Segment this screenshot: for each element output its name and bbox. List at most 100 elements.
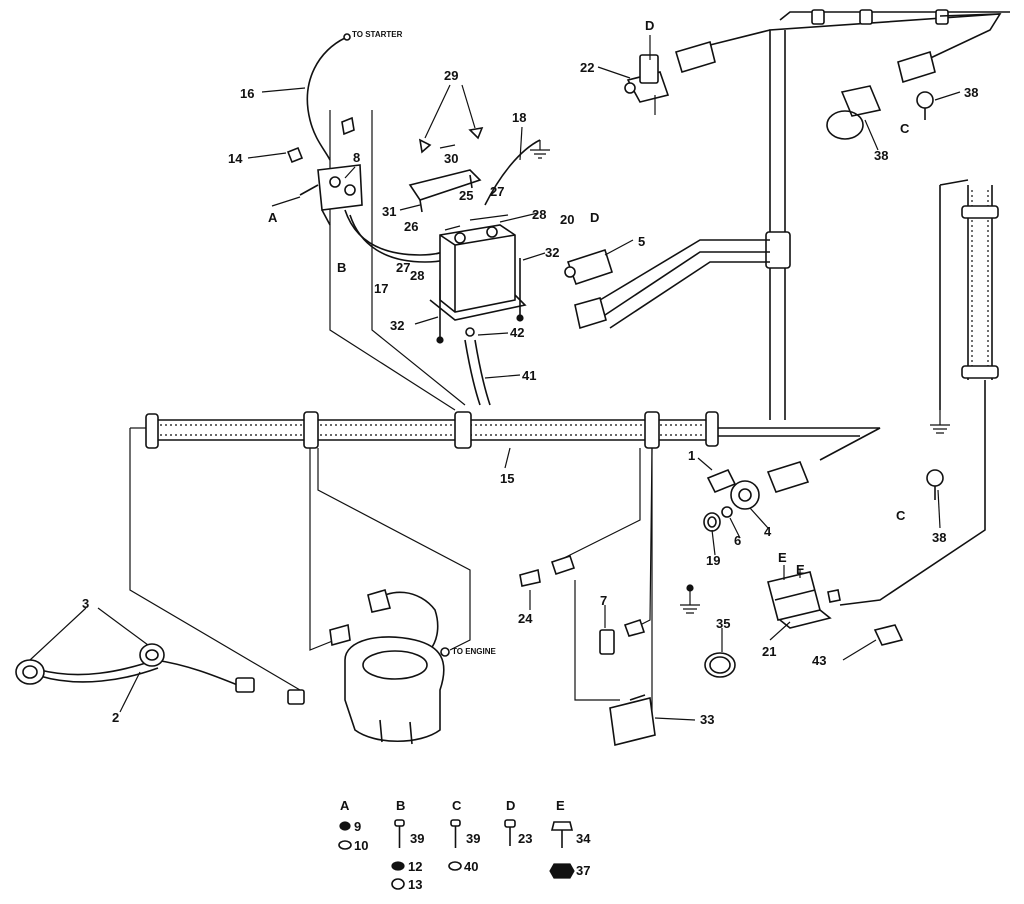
label-24: 24	[518, 611, 533, 626]
label-27: 27	[396, 260, 410, 275]
tag-d-connector: D	[590, 210, 599, 225]
module-33	[609, 694, 656, 746]
bezel-19	[703, 512, 721, 532]
legend-c-39: 39	[466, 831, 480, 846]
battery	[439, 224, 516, 313]
harness-clamp	[644, 411, 660, 449]
label-17: 17	[374, 281, 388, 296]
clip-24	[519, 554, 576, 587]
label-35: 35	[716, 616, 730, 631]
label-16: 16	[240, 86, 254, 101]
leader-lines	[29, 66, 961, 721]
harness-clamp	[859, 9, 873, 25]
label-33: 33	[700, 712, 714, 727]
legend-d-23: 23	[518, 831, 532, 846]
wing-nuts-29	[418, 84, 484, 154]
label-32-right: 32	[545, 245, 559, 260]
tag-c-top: C	[900, 121, 910, 136]
ground-symbol-right	[930, 410, 950, 434]
label-31: 31	[382, 204, 396, 219]
connector-top	[675, 29, 771, 73]
connector-top-right	[897, 50, 936, 84]
seat-switch	[329, 589, 439, 651]
harness-branch-to-5	[599, 239, 770, 329]
nut-icon	[338, 840, 352, 850]
engine-module	[344, 636, 450, 745]
label-26: 26	[404, 219, 418, 234]
label-43: 43	[812, 653, 826, 668]
label-41: 41	[522, 368, 536, 383]
label-5: 5	[638, 234, 645, 249]
harness-clamp	[765, 231, 791, 269]
label-8: 8	[353, 150, 360, 165]
legend-letter-d: D	[506, 798, 515, 813]
vent-hose-41	[464, 327, 491, 406]
part-labels: 16 14 8 17 29 30 18 31 25 27 28 20 26 27…	[82, 60, 978, 727]
ground-symbol	[680, 584, 700, 614]
harness-clamp	[811, 9, 825, 25]
label-1: 1	[688, 448, 695, 463]
harness-clamp	[705, 411, 719, 447]
legend-b-39: 39	[410, 831, 424, 846]
ignition-switch-4	[730, 461, 810, 510]
ring-terminal-38-lower	[926, 469, 944, 500]
screw-icon	[450, 819, 461, 848]
hex-nut-icon	[549, 863, 575, 879]
label-21: 21	[762, 644, 776, 659]
connector-5	[564, 248, 614, 330]
nut-icon	[391, 878, 405, 890]
connector-left-bottom	[287, 689, 305, 705]
bolt-icon	[504, 819, 516, 846]
legend-b-12: 12	[408, 859, 422, 874]
harness-clamp	[935, 9, 949, 25]
legend-a-10: 10	[354, 838, 368, 853]
tag-d-top: D	[645, 18, 654, 33]
clamp-35	[704, 652, 736, 678]
rods-32	[436, 258, 524, 344]
terminal-43	[873, 624, 904, 646]
bolt-icon	[394, 819, 405, 848]
label-42: 42	[510, 325, 524, 340]
switch-7	[599, 618, 646, 655]
nut-6	[721, 506, 733, 518]
label-38-relay: 38	[874, 148, 888, 163]
battery-hold-down-31	[408, 169, 482, 213]
label-4: 4	[764, 524, 772, 539]
to-engine-callout: TO ENGINE	[452, 647, 497, 656]
label-28-right: 28	[532, 207, 546, 222]
tag-b: B	[337, 260, 346, 275]
label-22: 22	[580, 60, 594, 75]
legend-e-37: 37	[576, 863, 590, 878]
nut-icon	[448, 861, 462, 871]
washer-icon	[339, 821, 351, 831]
label-15: 15	[500, 471, 514, 486]
ring-terminal-38	[916, 91, 934, 120]
label-27-top: 27	[490, 184, 504, 199]
headlight-harness	[15, 643, 255, 693]
legend-letter-a: A	[340, 798, 350, 813]
legend-b-13: 13	[408, 877, 422, 892]
bolt-14	[286, 146, 304, 164]
label-20: 20	[560, 212, 574, 227]
right-harness-tube	[839, 179, 999, 606]
legend-letter-e: E	[556, 798, 565, 813]
legend-e-34: 34	[576, 831, 591, 846]
label-38-top: 38	[964, 85, 978, 100]
tag-e-left: E	[778, 550, 787, 565]
ground-cable-18	[484, 139, 550, 206]
relay-21	[767, 565, 841, 629]
key-1	[706, 468, 737, 494]
legend-letter-c: C	[452, 798, 462, 813]
label-30: 30	[444, 151, 458, 166]
harness-clamp	[454, 411, 472, 449]
starter-solenoid	[299, 116, 363, 226]
tag-a: A	[268, 210, 278, 225]
tag-e-right: E	[796, 562, 805, 577]
legend-c-40: 40	[464, 859, 478, 874]
label-7: 7	[600, 593, 607, 608]
harness-clamp	[303, 411, 319, 449]
vertical-harness-right	[718, 9, 1010, 461]
hardware-legend: A 9 10 B 39 12 13 C 39 40 D 23	[338, 798, 591, 892]
left-branch-wires	[129, 110, 653, 715]
